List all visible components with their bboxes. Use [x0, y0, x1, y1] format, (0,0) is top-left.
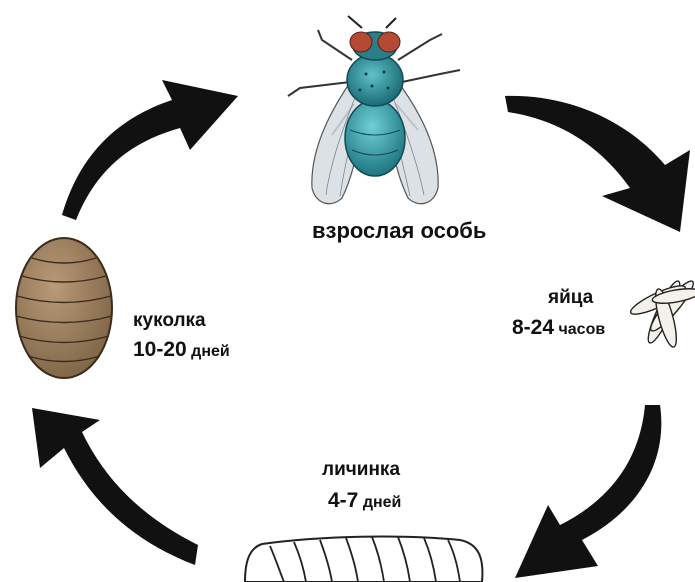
pupa-duration-unit: дней [191, 343, 230, 360]
eggs-duration: 8-24 часов [512, 316, 605, 340]
arrow-eggs-to-larva-icon [515, 405, 661, 578]
larva-icon [245, 537, 482, 582]
label-eggs: яйца [548, 287, 593, 309]
fly-thorax [347, 54, 403, 106]
label-pupa: куколка [133, 310, 206, 332]
arrow-pupa-to-adult-icon [62, 80, 238, 220]
fly-icon [288, 16, 460, 204]
pupa-icon [16, 238, 112, 378]
fly-abdomen [345, 100, 405, 176]
eggs-icon [628, 277, 695, 349]
pupa-duration-value: 10-20 [133, 338, 187, 361]
label-larva: личинка [322, 459, 400, 481]
larva-duration-unit: дней [363, 494, 402, 511]
larva-duration: 4-7 дней [328, 489, 401, 513]
larva-duration-value: 4-7 [328, 489, 358, 512]
pupa-duration: 10-20 дней [133, 338, 230, 362]
label-adult: взрослая особь [312, 218, 486, 244]
fly-left-eye [350, 32, 372, 52]
eggs-duration-unit: часов [558, 321, 605, 338]
arrow-adult-to-eggs-icon [505, 96, 690, 232]
eggs-duration-value: 8-24 [512, 316, 554, 339]
arrow-larva-to-pupa-icon [32, 408, 198, 565]
fly-right-eye [378, 32, 400, 52]
